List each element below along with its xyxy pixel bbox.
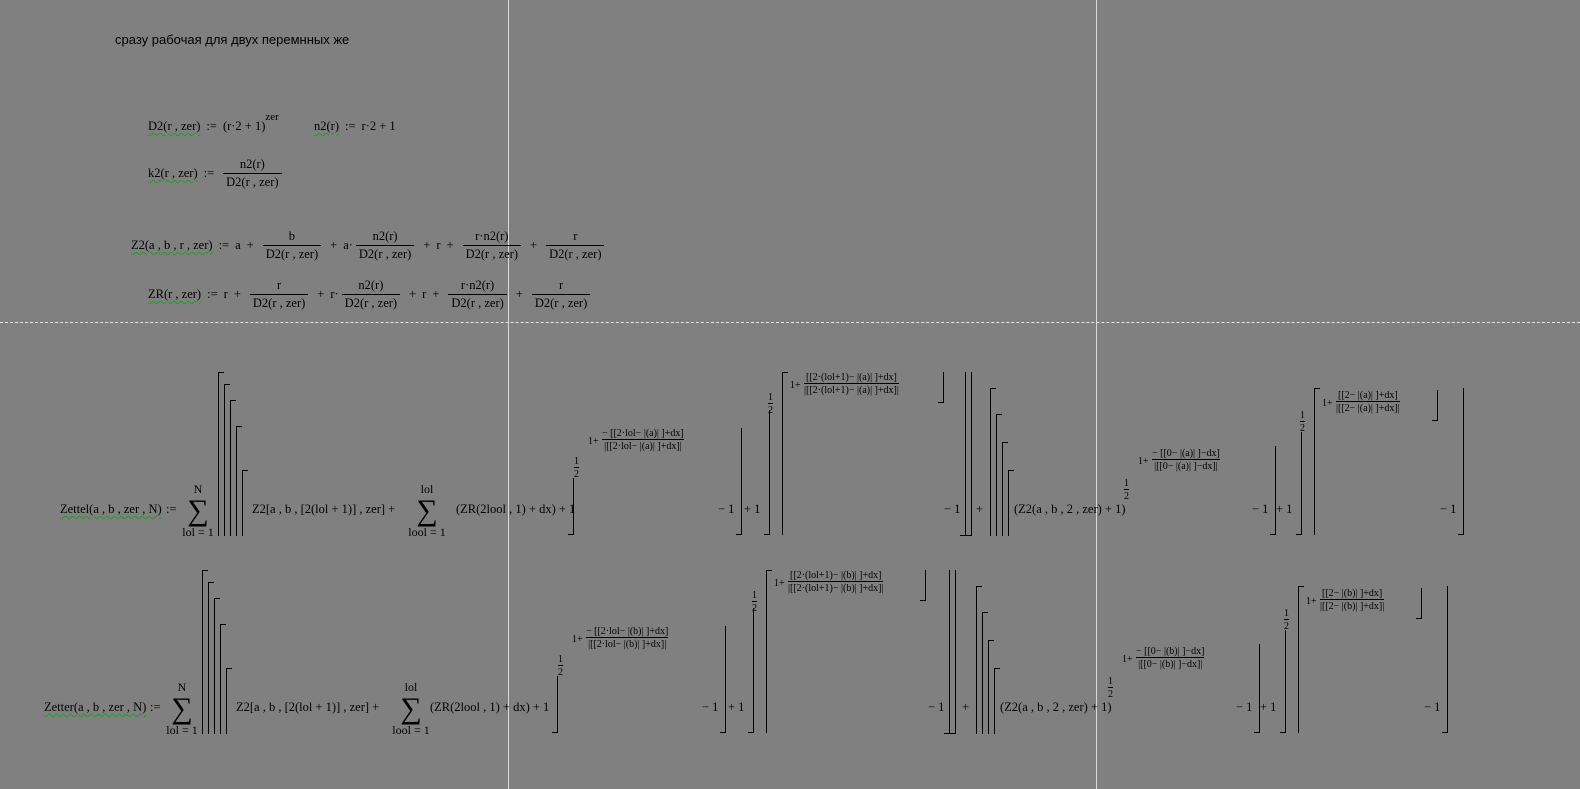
math-region-zetter[interactable]: Zetter(a , b , zer , N) := N∑lol = 1 Z2[… <box>0 568 1580 743</box>
fraction: r·n2(r)D2(r , zer) <box>462 230 522 260</box>
fraction-exponent: [[2·(lol+1)− |(a)| ]+dx]|[[2·(lol+1)− |(… <box>804 372 899 396</box>
function-name: k2(r , zer) <box>148 165 198 180</box>
math-region-k2[interactable]: k2(r , zer) := n2(r)D2(r , zer) <box>148 158 285 188</box>
function-name: n2(r) <box>314 119 339 133</box>
function-name: Zettel(a , b , zer , N) <box>60 502 162 516</box>
fraction-exponent: − [[2·lol− |(b)| ]+dx]|[[2·lol− |(b)| ]+… <box>586 626 669 650</box>
fraction-exponent: − [[2·lol− |(a)| ]+dx]|[[2·lol− |(a)| ]+… <box>602 428 684 452</box>
fraction-exponent: − [[0− |(a)| ]−dx]|[[0− |(a)| ]−dx]| <box>1152 448 1220 472</box>
fraction-exponent: − [[0− |(b)| ]−dx]|[[0− |(b)| ]−dx]| <box>1136 646 1205 670</box>
function-name: Zetter(a , b , zer , N) <box>44 700 147 714</box>
fraction: n2(r)D2(r , zer) <box>341 279 401 309</box>
fraction: n2(r)D2(r , zer) <box>355 230 415 260</box>
math-region-d2[interactable]: D2(r , zer) := (r·2 + 1) zer <box>148 110 279 133</box>
page-break-vertical <box>508 0 509 789</box>
math-region-zettel[interactable]: Zettel(a , b , zer , N) := N∑lol = 1 Z2[… <box>0 370 1580 545</box>
text-region-note[interactable]: сразу рабочая для двух перемнных же <box>115 32 350 47</box>
fraction: n2(r)D2(r , zer) <box>223 158 282 188</box>
fraction-exponent: [[2·(lol+1)− |(b)| ]+dx]|[[2·(lol+1)− |(… <box>788 570 884 594</box>
summation-outer: N∑lol = 1 <box>182 482 214 539</box>
function-name: D2(r , zer) <box>148 119 201 133</box>
page-break-horizontal <box>0 322 1580 323</box>
fraction: r·n2(r)D2(r , zer) <box>448 279 507 309</box>
summation-inner: lol∑lool = 1 <box>408 482 446 539</box>
function-name: Z2(a , b , r , zer) <box>131 237 213 252</box>
fraction-exponent: [[2− |(a)| ]+dx]|[[2− |(a)| ]+dx]| <box>1336 390 1400 414</box>
math-region-n2[interactable]: n2(r) := r·2 + 1 <box>314 119 396 133</box>
fraction-exponent: [[2− |(b)| ]+dx]|[[2− |(b)| ]+dx]| <box>1320 588 1385 612</box>
summation-inner: lol∑lool = 1 <box>392 680 430 737</box>
function-name: ZR(r , zer) <box>148 286 202 301</box>
summation-outer: N∑lol = 1 <box>166 680 198 737</box>
page-break-vertical <box>1096 0 1097 789</box>
